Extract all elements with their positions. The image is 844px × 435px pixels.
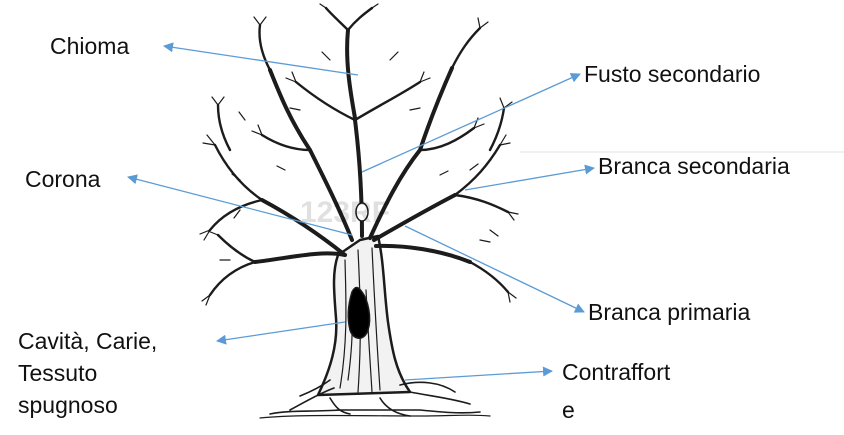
watermark-text: 123RF: [300, 196, 390, 229]
secondary-branches: [208, 6, 510, 297]
label-corona-text: Corona: [25, 166, 101, 192]
arrow-branca-primaria: [404, 225, 585, 313]
label-cavita-line1: Cavità, Carie,: [18, 328, 158, 354]
arrow-branca-secondaria: [464, 164, 595, 191]
label-cavita-line2: Tessuto: [18, 360, 98, 386]
primary-branches: [253, 28, 472, 264]
arrow-chioma: [163, 42, 359, 76]
label-cavita: Cavità, Carie, Tessuto spugnoso: [18, 325, 218, 421]
label-fusto-secondario-text: Fusto secondario: [584, 61, 761, 87]
label-chioma-text: Chioma: [50, 33, 130, 59]
label-fusto-secondario: Fusto secondario: [584, 58, 760, 90]
label-contrafforte: Contraffort e: [562, 356, 722, 426]
roots: [269, 379, 481, 417]
label-branca-primaria: Branca primaria: [588, 296, 750, 328]
label-branca-primaria-text: Branca primaria: [588, 299, 751, 325]
arrow-fusto-secondario: [361, 73, 581, 173]
label-contrafforte-line1: Contraffort: [562, 359, 671, 385]
crown-knot: [355, 202, 369, 222]
label-contrafforte-line2: e: [562, 397, 575, 423]
label-branca-secondaria: Branca secondaria: [598, 150, 790, 182]
ground: [259, 414, 491, 419]
label-cavita-line3: spugnoso: [18, 392, 118, 418]
twigs: [199, 3, 519, 306]
label-chioma: Chioma: [50, 30, 129, 62]
label-corona: Corona: [25, 163, 100, 195]
arrow-contrafforte: [404, 366, 553, 381]
arrow-cavita: [216, 321, 346, 345]
arrow-corona: [127, 174, 353, 236]
cavity: [347, 286, 371, 339]
label-branca-secondaria-text: Branca secondaria: [598, 153, 790, 179]
